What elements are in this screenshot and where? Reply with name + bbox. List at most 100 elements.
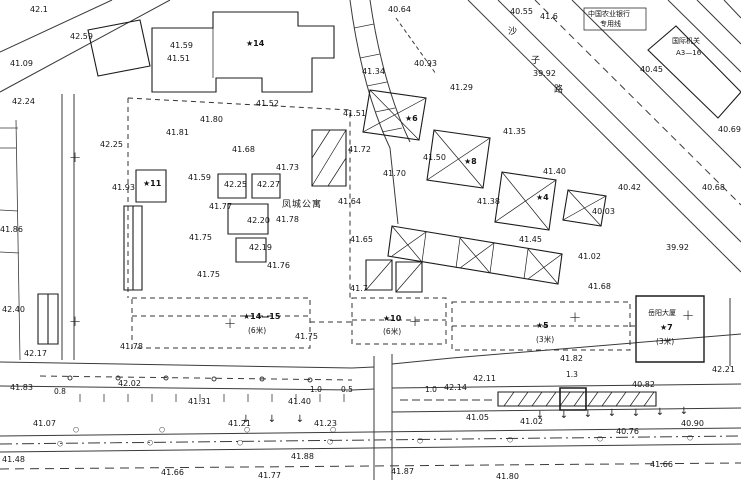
- building-number: ★6: [405, 114, 418, 123]
- dimension-label: 1.0: [310, 385, 322, 394]
- utility-symbol-icon: ○: [236, 438, 244, 447]
- spot-elevation: 41.64: [338, 197, 361, 206]
- utility-symbol-icon: ○: [72, 425, 80, 434]
- spot-elevation: 41.77: [258, 471, 281, 480]
- spot-elevation: 41.34: [362, 67, 385, 76]
- place-name: 沙: [508, 27, 519, 37]
- spot-elevation: 41.05: [466, 413, 489, 422]
- spot-elevation: 41.75: [295, 332, 318, 341]
- spot-elevation: 41.51: [167, 54, 190, 63]
- spot-elevation: 42.25: [224, 180, 247, 189]
- spot-elevation: 41.59: [188, 173, 211, 182]
- utility-symbol-icon: ○: [506, 435, 514, 444]
- spot-elevation: 40.82: [632, 380, 655, 389]
- spot-elevation: 41.40: [288, 397, 311, 406]
- spot-elevation: 41.75: [197, 270, 220, 279]
- spot-elevation: 40.03: [592, 207, 615, 216]
- spot-elevation: 41.23: [314, 419, 337, 428]
- spot-elevation: 41.68: [588, 282, 611, 291]
- spot-elevation: 41.59: [170, 41, 193, 50]
- utility-symbol-icon: ○: [416, 436, 424, 445]
- spot-elevation: 42.40: [2, 305, 25, 314]
- spot-elevation: 39.92: [533, 69, 556, 78]
- building-number: ★8: [464, 157, 477, 166]
- spot-elevation: 41.29: [450, 83, 473, 92]
- traffic-arrow-icon: ↓: [267, 414, 277, 425]
- spot-elevation: 42.19: [249, 243, 272, 252]
- spot-elevation: 41.80: [200, 115, 223, 124]
- utility-symbol-icon: ○: [326, 437, 334, 446]
- spot-elevation: 41.76: [267, 261, 290, 270]
- traffic-arrow-icon: ↓: [583, 409, 593, 420]
- spot-elevation: 42.20: [247, 216, 270, 225]
- building-number: ★14: [246, 39, 265, 48]
- utility-symbol-icon: ○: [146, 438, 154, 447]
- annotation-text: 国际机关: [672, 37, 700, 45]
- utility-symbol-icon: ○: [596, 434, 604, 443]
- spot-elevation: 41.02: [578, 252, 601, 261]
- spot-elevation: 40.69: [718, 125, 741, 134]
- dimension-label: (6米): [248, 326, 267, 335]
- traffic-arrow-icon: ↓: [631, 408, 641, 419]
- spot-elevation: 41.86: [0, 225, 23, 234]
- spot-elevation: 42.1: [30, 5, 48, 14]
- place-name: 子: [531, 56, 542, 66]
- building-number: ★5: [536, 321, 549, 330]
- annotation-text: 岳阳大厦: [648, 309, 676, 317]
- spot-elevation: 42.17: [24, 349, 47, 358]
- spot-elevation: 41.31: [188, 397, 211, 406]
- spot-elevation: 41.66: [650, 460, 673, 469]
- spot-elevation: 41.72: [348, 145, 371, 154]
- grid-cross-icon: +: [223, 314, 237, 333]
- spot-elevation: 41.45: [519, 235, 542, 244]
- building-number: ★11: [143, 179, 162, 188]
- dimension-label: (3米): [536, 335, 555, 344]
- traffic-arrow-icon: ↓: [241, 414, 251, 425]
- spot-elevation: 40.64: [388, 5, 411, 14]
- spot-elevation: 41.65: [350, 235, 373, 244]
- spot-elevation: 39.92: [666, 243, 689, 252]
- spot-elevation: 41.6: [540, 12, 558, 21]
- parcel-dashed-lines: [127, 97, 636, 351]
- spot-elevation: 41.66: [161, 468, 184, 477]
- traffic-arrow-icon: ↓: [607, 408, 617, 419]
- spot-elevation: 42.11: [473, 374, 496, 383]
- spot-elevation: 41.78: [120, 342, 143, 351]
- traffic-arrow-icon: ↓: [295, 414, 305, 425]
- annotation-text: 专用线: [600, 20, 621, 28]
- spot-elevation: 41.88: [291, 452, 314, 461]
- traffic-arrow-icon: ↓: [679, 406, 689, 417]
- dimension-label: 0.8: [54, 387, 66, 396]
- dimension-label: (3米): [656, 337, 675, 346]
- spot-elevation: 41.82: [560, 354, 583, 363]
- spot-elevation: 41.78: [276, 215, 299, 224]
- spot-elevation: 42.59: [70, 32, 93, 41]
- spot-elevation: 41.7: [350, 284, 368, 293]
- spot-elevation: 41.51: [343, 109, 366, 118]
- spot-elevation: 41.87: [391, 467, 414, 476]
- grid-cross-icon: +: [68, 148, 82, 167]
- spot-elevation: 41.52: [256, 99, 279, 108]
- spot-elevation: 40.93: [414, 59, 437, 68]
- spot-elevation: 41.21: [228, 419, 251, 428]
- spot-elevation: 41.35: [503, 127, 526, 136]
- spot-elevation: 42.14: [444, 383, 467, 392]
- spot-elevation: 40.68: [702, 183, 725, 192]
- grid-cross-icon: +: [568, 308, 582, 327]
- traffic-arrow-icon: ↓: [559, 410, 569, 421]
- spot-elevation: 42.21: [712, 365, 735, 374]
- spot-elevation: 41.09: [10, 59, 33, 68]
- grid-cross-icon: +: [681, 306, 695, 325]
- spot-elevation: 42.02: [118, 379, 141, 388]
- utility-symbol-icon: ○: [686, 433, 694, 442]
- place-name: 凤城公寓: [282, 200, 323, 210]
- spot-elevation: 41.83: [10, 383, 33, 392]
- building-number: ★7: [660, 323, 673, 332]
- utility-symbol-icon: ○: [158, 425, 166, 434]
- spot-elevation: 41.02: [520, 417, 543, 426]
- utility-symbol-icon: ○: [56, 439, 64, 448]
